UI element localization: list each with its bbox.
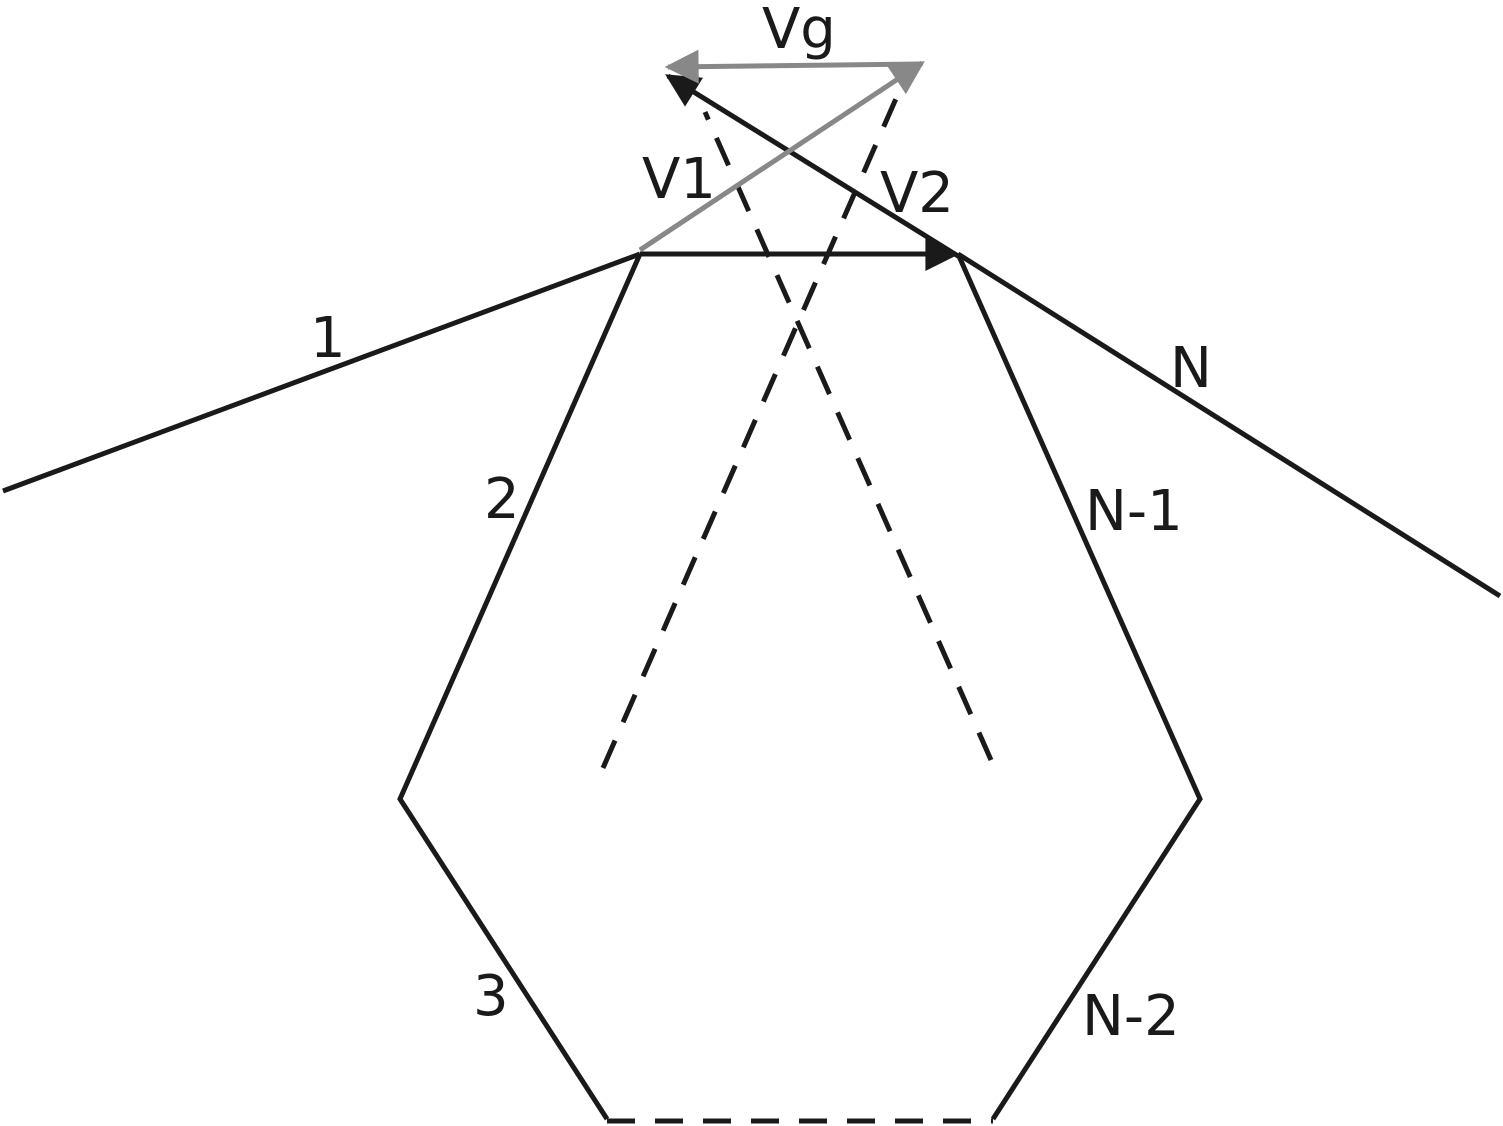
- label-edge-n-minus-2: N-2: [1082, 984, 1180, 1049]
- edge-1-line: [2, 251, 641, 494]
- label-v1: V1: [642, 147, 716, 212]
- v1-arrow: [638, 60, 925, 253]
- label-edge-n: N: [1170, 336, 1212, 401]
- polygon-right-side: [955, 252, 1203, 1121]
- edge-n-line: [956, 251, 1502, 599]
- label-vg: Vg: [762, 0, 836, 62]
- polygon-left-side: [397, 252, 643, 1121]
- label-v2: V2: [880, 161, 954, 226]
- label-edge-1: 1: [310, 306, 346, 371]
- dashed-line-right: [702, 110, 994, 762]
- label-edge-3: 3: [473, 964, 509, 1029]
- label-edge-n-minus-1: N-1: [1085, 479, 1183, 544]
- v2-arrow: [665, 73, 960, 259]
- label-edge-2: 2: [484, 467, 520, 532]
- vg-arrow: [664, 49, 921, 84]
